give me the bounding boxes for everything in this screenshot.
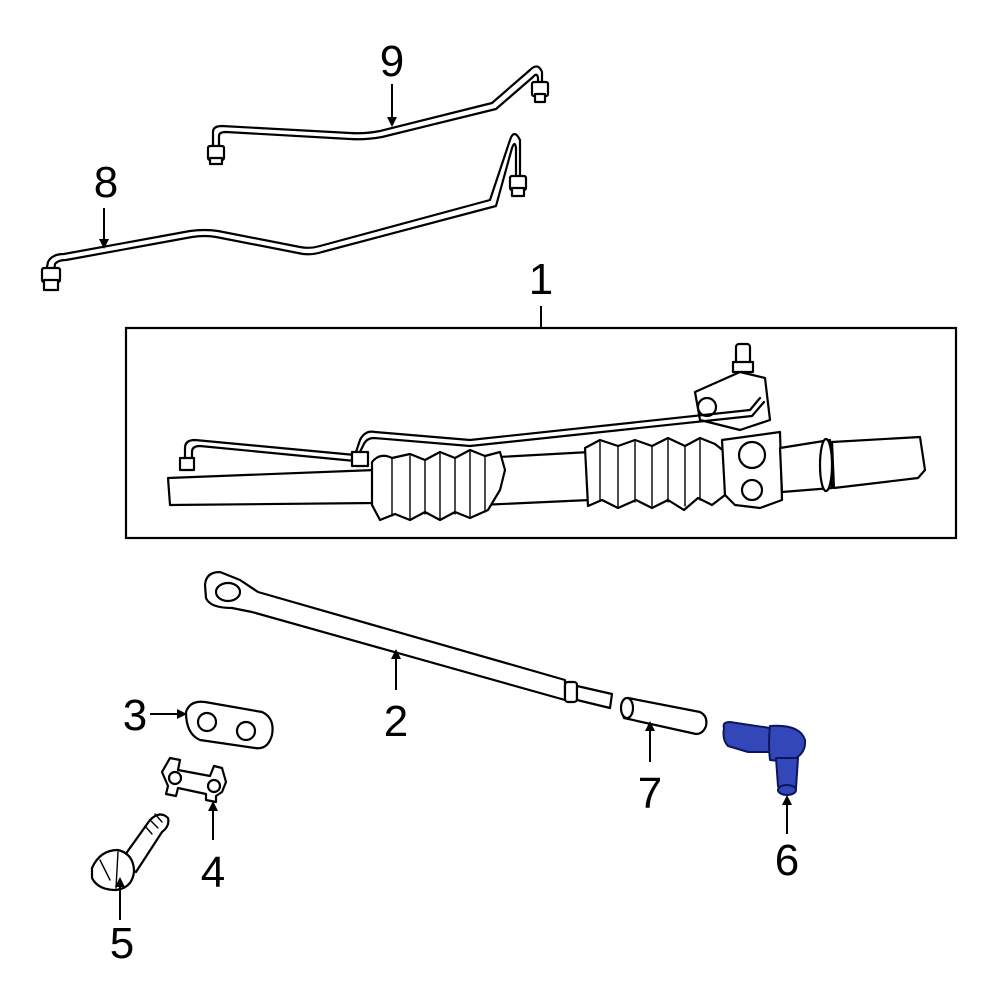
lock-plate-part-4[interactable] <box>160 756 228 804</box>
inner-tie-rod-part-2[interactable] <box>203 570 614 710</box>
callout-8: 8 <box>94 158 118 207</box>
bolt-part-5[interactable] <box>90 813 170 892</box>
callout-3: 3 <box>123 691 147 740</box>
callout-9: 9 <box>380 37 404 86</box>
callout-5: 5 <box>110 919 134 968</box>
callout-6: 6 <box>775 836 799 885</box>
callout-1: 1 <box>529 255 553 304</box>
callout-4: 4 <box>201 848 225 897</box>
adjusting-sleeve-part-7[interactable] <box>619 696 708 736</box>
pressure-line-part-9[interactable] <box>206 65 550 166</box>
callout-2: 2 <box>384 697 408 746</box>
rack-and-pinion-part-1[interactable] <box>166 342 927 522</box>
outer-tie-rod-end-part-6[interactable] <box>722 721 807 796</box>
mounting-plate-part-3[interactable] <box>184 700 274 750</box>
callout-7: 7 <box>638 769 662 818</box>
return-line-part-8[interactable] <box>40 132 528 292</box>
callout-leaders <box>99 84 792 920</box>
